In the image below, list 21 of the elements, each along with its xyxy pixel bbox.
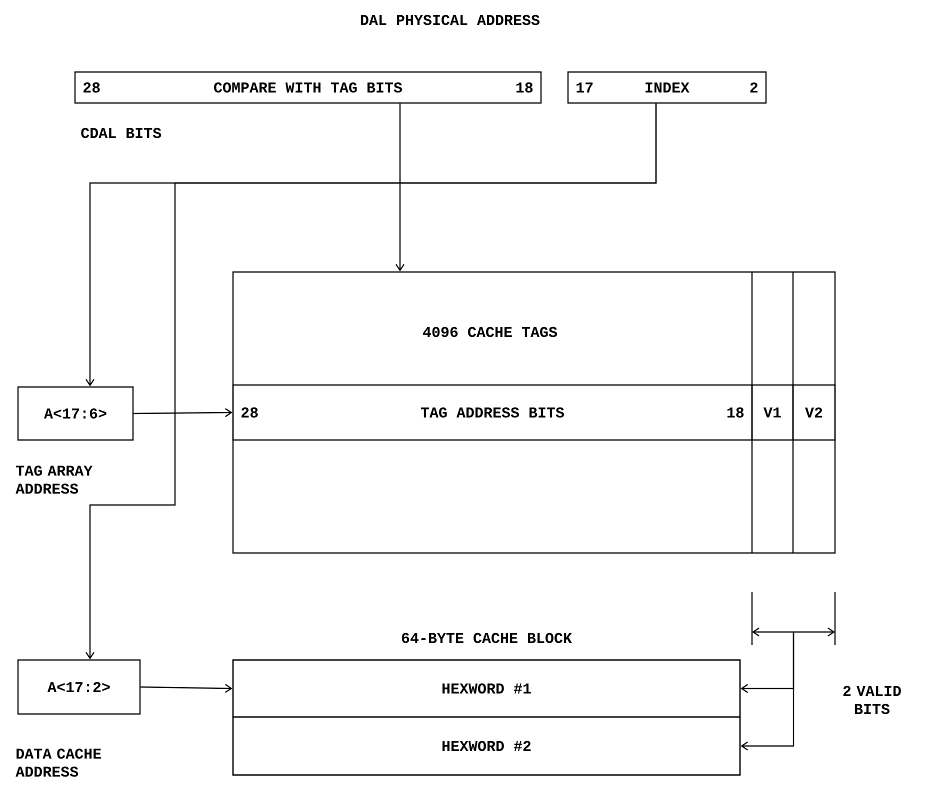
arrow xyxy=(134,408,232,418)
arrow xyxy=(86,104,657,660)
valid-bits-bracket xyxy=(751,592,836,645)
tag-row: 28 TAG ADDRESS BITS 18 xyxy=(232,384,753,441)
arrow xyxy=(140,684,232,693)
box-caption: DATA CACHE ADDRESS xyxy=(16,748,101,777)
arrow xyxy=(396,104,404,272)
node-label: 64-BYTE CACHE BLOCK xyxy=(402,632,572,644)
address-box: A<17:6> xyxy=(17,386,134,441)
bus-label: CDAL BITS xyxy=(81,128,162,138)
arrow xyxy=(740,632,794,750)
bracket-label: 2 VALID BITS xyxy=(843,686,901,714)
hexword-row: HEXWORD #2 xyxy=(232,716,741,776)
address-field-box: 17 INDEX 2 xyxy=(567,71,767,104)
box-caption: TAG ARRAY ADDRESS xyxy=(16,466,93,494)
address-box: A<17:2> xyxy=(17,659,141,715)
title: DAL PHYSICAL ADDRESS xyxy=(360,14,540,26)
valid-bit-cell: V1 xyxy=(751,384,794,441)
address-field-box: 28 COMPARE WITH TAG BITS 18 xyxy=(74,71,542,104)
valid-bit-cell: V2 xyxy=(792,384,836,441)
hexword-row: HEXWORD #1 xyxy=(232,659,741,718)
